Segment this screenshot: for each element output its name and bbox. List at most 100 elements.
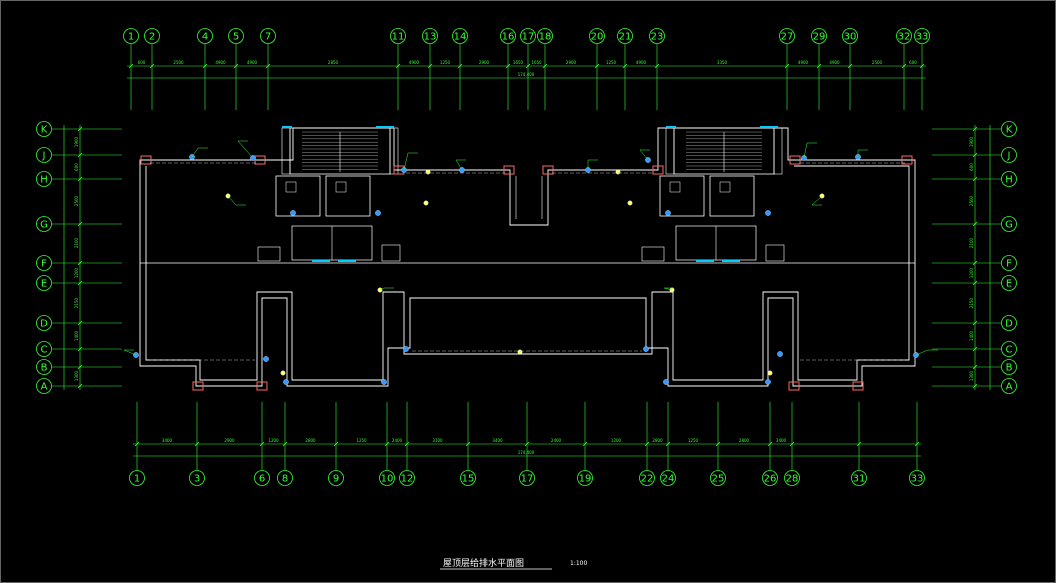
leader-line bbox=[663, 287, 674, 291]
dim-value: 4900 bbox=[798, 60, 809, 65]
axis-bubble bbox=[228, 28, 244, 44]
axis-bubble bbox=[589, 28, 605, 44]
drain-valve bbox=[375, 210, 381, 216]
axis-bubble bbox=[422, 28, 438, 44]
drawing-scale: 1:100 bbox=[570, 560, 587, 567]
dim-value: 2500 bbox=[74, 195, 79, 206]
axis-label: 7 bbox=[265, 32, 271, 43]
dim-tick bbox=[427, 63, 433, 69]
axis-label: E bbox=[41, 279, 47, 290]
dim-tick bbox=[77, 280, 83, 286]
axis-bubble bbox=[639, 470, 655, 486]
axis-label: 31 bbox=[853, 474, 866, 485]
dim-tick bbox=[972, 221, 978, 227]
top-total-dim: 174,400 bbox=[518, 72, 535, 77]
axis-label: D bbox=[40, 319, 48, 330]
axis-label: 2 bbox=[149, 32, 155, 43]
pipe-node bbox=[256, 381, 268, 391]
dim-value: 2800 bbox=[739, 438, 750, 443]
leader-line bbox=[857, 149, 868, 157]
dim-tick bbox=[784, 63, 790, 69]
dim-tick bbox=[194, 441, 200, 447]
dim-value: 600 bbox=[74, 163, 79, 171]
equip-box bbox=[381, 244, 401, 262]
dim-value: 1200 bbox=[268, 438, 279, 443]
axis-bubble bbox=[36, 216, 52, 232]
dim-tick bbox=[972, 346, 978, 352]
dim-tick bbox=[594, 63, 600, 69]
axis-label: G bbox=[40, 220, 48, 231]
dim-tick bbox=[972, 320, 978, 326]
dim-value: 3400 bbox=[162, 438, 173, 443]
dim-value: 2900 bbox=[566, 60, 577, 65]
dim-value: 2850 bbox=[328, 60, 339, 65]
dim-value: 3100 bbox=[432, 438, 443, 443]
axis-bubble bbox=[762, 470, 778, 486]
axis-bubble bbox=[36, 121, 52, 137]
axis-label: 28 bbox=[786, 474, 799, 485]
axis-bubble bbox=[390, 28, 406, 44]
axis-label: B bbox=[41, 363, 48, 374]
dim-tick bbox=[715, 441, 721, 447]
drain-valve bbox=[765, 379, 771, 385]
dim-tick bbox=[972, 364, 978, 370]
pipe-node bbox=[789, 155, 801, 165]
axis-bubble bbox=[1001, 255, 1017, 271]
axis-bubble bbox=[460, 470, 476, 486]
axis-bubble bbox=[710, 470, 726, 486]
axis-bubble bbox=[1001, 275, 1017, 291]
dim-value: 2100 bbox=[969, 237, 974, 248]
axis-bubble bbox=[896, 28, 912, 44]
shaft-room bbox=[709, 175, 755, 217]
roof-drain bbox=[280, 370, 286, 376]
dim-value: 600 bbox=[969, 163, 974, 171]
axis-bubble bbox=[129, 470, 145, 486]
dim-value: 2800 bbox=[652, 438, 663, 443]
axis-bubble bbox=[260, 28, 276, 44]
axis-bubble bbox=[189, 470, 205, 486]
stair-core-left bbox=[257, 126, 401, 262]
axis-bubble bbox=[617, 28, 633, 44]
axis-label: 1 bbox=[128, 32, 134, 43]
plumbing-fixtures bbox=[123, 140, 938, 391]
shaft-room bbox=[325, 175, 371, 217]
dim-value: 2150 bbox=[74, 297, 79, 308]
dim-tick bbox=[654, 63, 660, 69]
fixture-box bbox=[335, 181, 347, 193]
axis-bubble bbox=[811, 28, 827, 44]
dim-tick bbox=[77, 383, 83, 389]
dim-value: 4900 bbox=[409, 60, 420, 65]
dim-value: 1650 bbox=[531, 60, 542, 65]
roof-drain bbox=[425, 169, 431, 175]
axis-bubble bbox=[197, 28, 213, 44]
axis-label: J bbox=[1007, 151, 1011, 162]
dim-tick bbox=[77, 260, 83, 266]
dim-value: 1400 bbox=[969, 330, 974, 341]
drain-valve bbox=[765, 210, 771, 216]
dim-value: 4900 bbox=[636, 60, 647, 65]
dim-value: 2500 bbox=[173, 60, 184, 65]
dim-value: 600 bbox=[138, 60, 146, 65]
dim-value: 600 bbox=[909, 60, 917, 65]
grid-lines bbox=[52, 44, 1002, 470]
dim-tick bbox=[972, 126, 978, 132]
axis-label: 15 bbox=[462, 474, 475, 485]
axis-label: 33 bbox=[916, 32, 929, 43]
axis-bubble bbox=[452, 28, 468, 44]
axis-bubble bbox=[36, 275, 52, 291]
fixture-box bbox=[719, 181, 731, 193]
drain-valve bbox=[663, 379, 669, 385]
axis-bubble bbox=[649, 28, 665, 44]
roof-drain bbox=[767, 370, 773, 376]
stair-core-right bbox=[641, 126, 785, 262]
dim-tick bbox=[457, 63, 463, 69]
dim-tick bbox=[282, 441, 288, 447]
drain-valve bbox=[643, 346, 649, 352]
equip-box bbox=[257, 246, 281, 262]
pipe-node bbox=[901, 155, 913, 165]
pipe-node bbox=[542, 165, 554, 175]
drain-valve bbox=[283, 379, 289, 385]
dim-value: 4900 bbox=[829, 60, 840, 65]
axis-bubble bbox=[914, 28, 930, 44]
axis-bubble bbox=[500, 28, 516, 44]
